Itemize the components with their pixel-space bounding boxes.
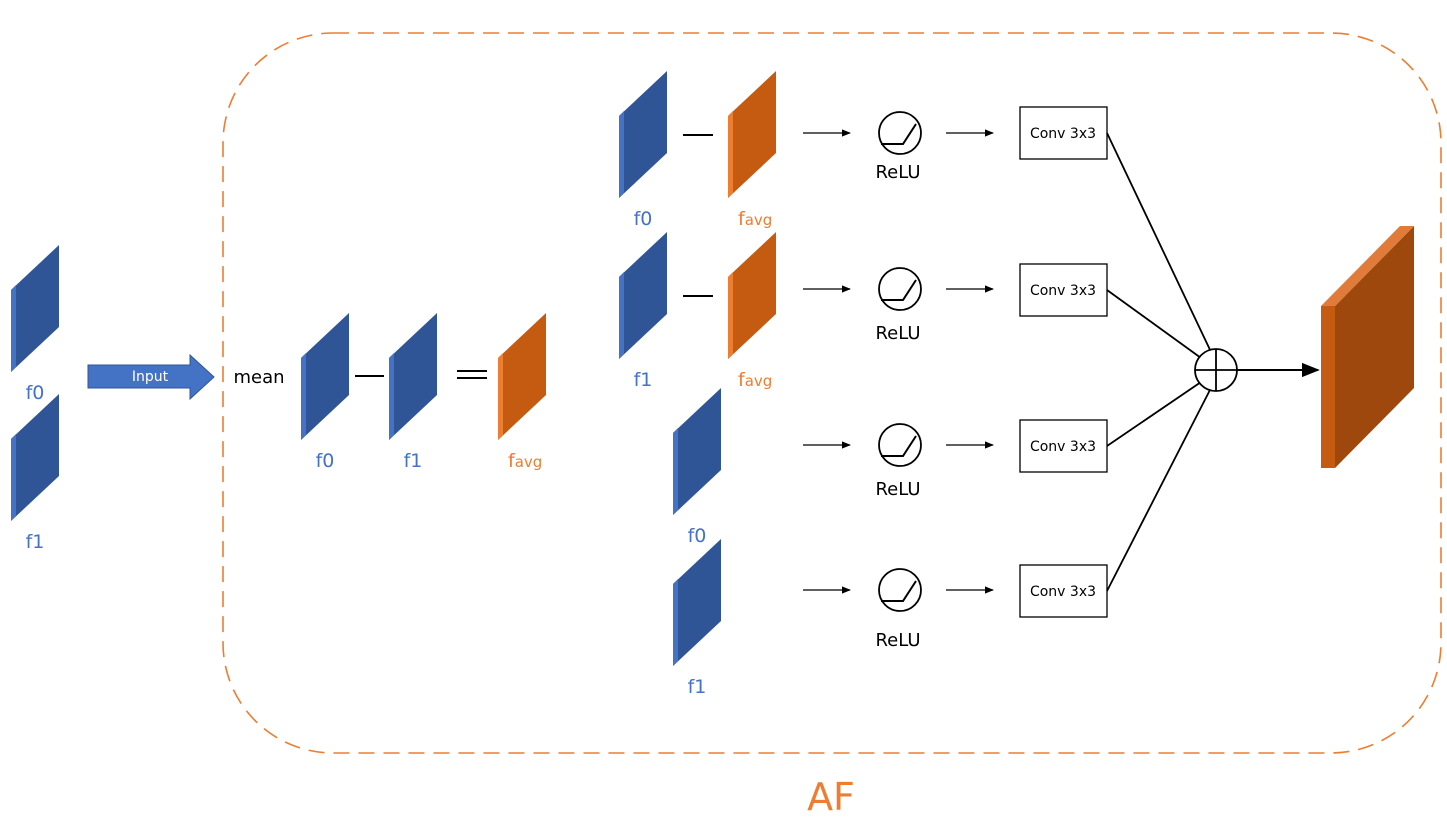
sum-node-icon <box>1194 348 1238 392</box>
branch1-relu-label: ReLU <box>875 162 920 183</box>
branch3-relu-label: ReLU <box>875 479 920 500</box>
branch1-f0-label: f0 <box>634 208 653 230</box>
mean-favg-label: favg <box>508 450 542 472</box>
branch3-conv-label: Conv 3x3 <box>1030 439 1096 455</box>
branch2-f1-label: f1 <box>634 369 653 391</box>
output-feature-map <box>1321 226 1414 468</box>
input-arrow <box>87 353 215 401</box>
branch4-line-to-sum <box>1106 385 1213 592</box>
branch1-feature-favg <box>728 71 776 198</box>
equals-sign <box>457 370 487 379</box>
branch3-relu-icon <box>878 423 922 467</box>
branch3-f0-label: f0 <box>688 525 707 547</box>
input-arrow-label: Input <box>132 369 169 385</box>
branch2-conv-label: Conv 3x3 <box>1030 283 1096 299</box>
mean-feature-f0 <box>301 313 349 440</box>
mean-f0-label: f0 <box>316 450 335 472</box>
mean-feature-f1 <box>389 313 437 440</box>
input-f0-label: f0 <box>26 382 45 404</box>
branch1-conv-box <box>1019 106 1108 160</box>
af-module-border <box>222 32 1442 754</box>
branch2-feature-favg <box>728 232 776 359</box>
input-f1-label: f1 <box>26 531 45 553</box>
mean-f1-label: f1 <box>404 450 423 472</box>
branch1-relu-icon <box>878 111 922 155</box>
branch4-relu-icon <box>878 568 922 612</box>
branch1-conv-label: Conv 3x3 <box>1030 126 1096 142</box>
branch1-feature-f0 <box>619 71 667 198</box>
branch2-line-to-sum <box>1106 289 1202 359</box>
input-feature-f0 <box>11 245 59 372</box>
branch1-line-to-sum <box>1106 132 1213 355</box>
branch3-feature-f0 <box>673 388 721 515</box>
input-feature-f1 <box>11 394 59 521</box>
branch4-feature-f1 <box>673 539 721 666</box>
mean-label: mean <box>233 367 284 388</box>
branch2-relu-icon <box>878 267 922 311</box>
branch2-feature-f1 <box>619 232 667 359</box>
branch2-conv-box <box>1019 263 1108 317</box>
branch4-conv-label: Conv 3x3 <box>1030 584 1096 600</box>
mean-feature-favg <box>498 313 546 440</box>
branch4-relu-label: ReLU <box>875 630 920 651</box>
branch2-favg-label: favg <box>738 369 772 391</box>
af-module-label: AF <box>807 775 855 819</box>
branch3-line-to-sum <box>1106 381 1202 447</box>
branch1-favg-label: favg <box>738 208 772 230</box>
branch2-relu-label: ReLU <box>875 323 920 344</box>
branch3-conv-box <box>1019 419 1108 473</box>
branch4-f1-label: f1 <box>688 676 707 698</box>
